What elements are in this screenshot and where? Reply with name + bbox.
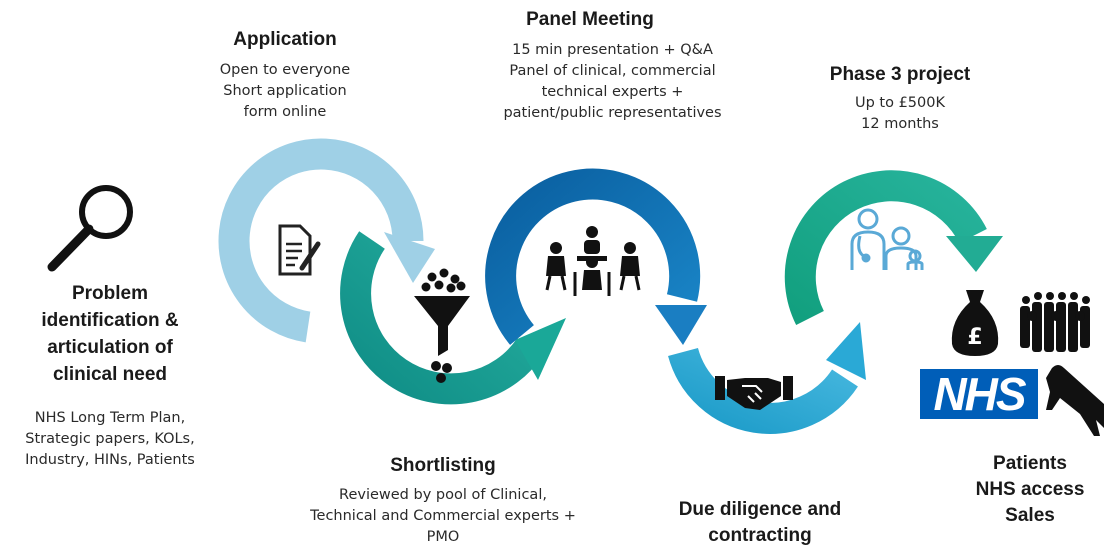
due-diligence-title: Due diligence and contracting: [650, 497, 870, 549]
funnel-icon: [414, 268, 470, 383]
problem-title: Problem identification & articulation of…: [10, 280, 210, 388]
title-line: Sales: [1005, 505, 1055, 526]
detail-line: PMO: [426, 529, 460, 545]
detail-line: NHS Long Term Plan,: [34, 410, 186, 426]
svg-text:£: £: [967, 325, 982, 350]
title-line: clinical need: [52, 364, 168, 385]
detail-line: 12 months: [861, 116, 939, 132]
detail-line: technical experts +: [541, 84, 684, 100]
problem-details: NHS Long Term Plan, Strategic papers, KO…: [0, 408, 220, 471]
detail-line: Open to everyone: [219, 62, 351, 78]
detail-line: Short application: [223, 83, 347, 99]
detail-line: Industry, HINs, Patients: [25, 452, 195, 468]
outcome-title: Patients NHS access Sales: [960, 451, 1100, 529]
meeting-table-icon: [545, 226, 641, 296]
shortlisting-title: Shortlisting: [390, 455, 496, 476]
detail-line: Reviewed by pool of Clinical,: [339, 487, 547, 503]
title-line: articulation of: [47, 337, 173, 358]
detail-line: patient/public representatives: [503, 105, 722, 121]
detail-line: form online: [243, 104, 327, 120]
detail-line: Strategic papers, KOLs,: [25, 431, 195, 447]
handshake-icon: [715, 376, 793, 410]
magnifier-icon: [47, 185, 133, 272]
crowd-icon: [1020, 292, 1090, 352]
title-line: contracting: [708, 525, 812, 546]
money-bag-icon: £: [951, 290, 999, 356]
doctor-patient-icon: [850, 208, 924, 270]
nhs-logo: NHS: [920, 368, 1038, 420]
detail-line: Technical and Commercial experts +: [310, 508, 576, 524]
panel-meeting-title: Panel Meeting: [526, 9, 654, 30]
document-pen-icon: [278, 224, 321, 276]
panel-meeting-details: 15 min presentation + Q&A Panel of clini…: [470, 40, 755, 124]
title-line: Problem: [71, 283, 149, 304]
shortlisting-details: Reviewed by pool of Clinical, Technical …: [268, 485, 618, 548]
title-line: identification &: [41, 310, 179, 331]
arrow-shortlisting: [340, 231, 566, 405]
title-line: Due diligence and: [678, 499, 842, 520]
application-details: Open to everyone Short application form …: [195, 60, 375, 123]
phase3-details: Up to £500K 12 months: [820, 93, 980, 135]
airplane-icon: [1046, 365, 1104, 436]
phase3-title: Phase 3 project: [829, 64, 971, 85]
arrow-due-diligence: [668, 322, 866, 434]
nhs-logo-text: NHS: [933, 368, 1026, 420]
application-title: Application: [233, 29, 337, 50]
title-line: NHS access: [975, 479, 1085, 500]
arrow-phase3: [784, 170, 1003, 325]
arrow-application: [218, 138, 435, 343]
detail-line: Panel of clinical, commercial: [509, 63, 716, 79]
detail-line: 15 min presentation + Q&A: [512, 42, 713, 58]
arrow-panel-meeting: [485, 168, 707, 345]
detail-line: Up to £500K: [854, 95, 945, 111]
title-line: Patients: [993, 453, 1067, 474]
